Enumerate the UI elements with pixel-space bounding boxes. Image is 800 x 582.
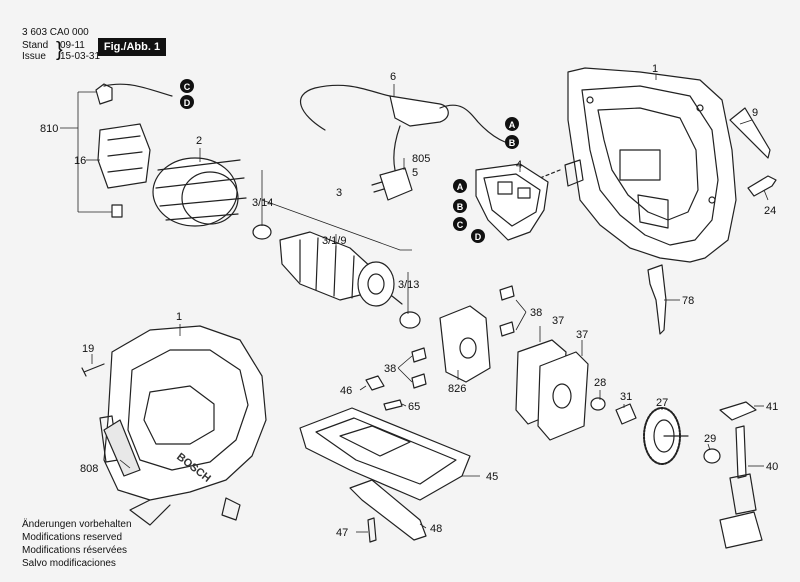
part-24-lever (747, 175, 777, 197)
armature (279, 231, 403, 307)
callout-3-14: 3/14 (252, 197, 273, 209)
housing-half-upper (539, 67, 737, 263)
connector-a-2: A (453, 179, 467, 193)
spring-65 (383, 399, 403, 411)
callout-37a: 37 (552, 315, 564, 327)
note-es: Salvo modificaciones (22, 558, 116, 569)
base-plate (299, 407, 471, 501)
svg-text:D: D (475, 232, 482, 242)
brush-holder (95, 83, 173, 218)
callout-2: 2 (196, 135, 202, 147)
guard-808 (103, 419, 141, 477)
callout-808: 808 (80, 463, 98, 475)
svg-text:A: A (457, 182, 464, 192)
callout-3: 3 (336, 187, 342, 199)
callout-27: 27 (656, 397, 668, 409)
connector-a-1: A (505, 117, 519, 131)
leader-lines (60, 74, 769, 533)
stand-value: 09-11 (60, 40, 85, 51)
callout-3-13: 3/13 (398, 279, 419, 291)
callout-labels: 810 16 2 3/14 3 3/1/9 3/13 6 805 5 4 1 9… (40, 63, 778, 539)
part-78-clip (647, 264, 667, 335)
bracket-826 (439, 305, 491, 383)
bearing-3-14 (252, 224, 272, 240)
callout-41: 41 (766, 401, 778, 413)
bush-29 (703, 448, 721, 464)
callout-16: 16 (74, 155, 86, 167)
callout-3-1-9: 3/1/9 (322, 235, 346, 247)
bracket-826-hole (459, 337, 477, 359)
callout-19: 19 (82, 343, 94, 355)
clips-38 (411, 285, 515, 389)
connector-d-2: D (471, 229, 485, 243)
note-en: Modifications reserved (22, 532, 123, 543)
callout-38a: 38 (530, 307, 542, 319)
svg-text:B: B (509, 138, 516, 148)
callout-4: 4 (516, 159, 522, 171)
callout-28: 28 (594, 377, 606, 389)
switch-unit (475, 163, 549, 241)
bearing-3-13 (399, 311, 421, 329)
callout-29: 29 (704, 433, 716, 445)
svg-text:A: A (509, 120, 516, 130)
plunger-rod (719, 401, 763, 549)
callout-48: 48 (430, 523, 442, 535)
svg-text:C: C (184, 82, 191, 92)
bushing-31 (615, 403, 637, 425)
stator (152, 157, 247, 227)
connector-b-2: B (453, 199, 467, 213)
callout-47: 47 (336, 527, 348, 539)
callout-24: 24 (764, 205, 776, 217)
note-de: Änderungen vorbehalten (22, 519, 132, 530)
brace: } (56, 39, 63, 61)
callout-78: 78 (682, 295, 694, 307)
callout-45: 45 (486, 471, 498, 483)
screw-19 (81, 363, 105, 377)
screw-47 (367, 517, 377, 543)
callout-38b: 38 (384, 363, 396, 375)
issue-value: 15-03-31 (60, 51, 101, 62)
lever-48 (349, 479, 427, 541)
nut-46 (365, 375, 385, 391)
callout-31: 31 (620, 391, 632, 403)
svg-text:B: B (457, 202, 464, 212)
callout-5: 5 (412, 167, 418, 179)
svg-text:C: C (457, 220, 464, 230)
connector-d-1: D (180, 95, 194, 109)
callout-805: 805 (412, 153, 430, 165)
figure-label: Fig./Abb. 1 (98, 38, 166, 56)
connector-b-1: B (505, 135, 519, 149)
callout-1-upper: 1 (652, 63, 658, 75)
power-cable (300, 84, 506, 201)
callout-65: 65 (408, 401, 420, 413)
doc-number: 3 603 CA0 000 (22, 27, 89, 38)
plate-37b (537, 351, 589, 441)
callout-9: 9 (752, 107, 758, 119)
washer-28 (590, 397, 606, 411)
callout-40: 40 (766, 461, 778, 473)
issue-label: Issue (22, 51, 46, 62)
callout-6: 6 (390, 71, 396, 83)
plate-37b-hole (552, 383, 572, 409)
part-9-guard (729, 107, 771, 159)
connector-c-1: C (180, 79, 194, 93)
modifications-notice: Änderungen vorbehalten Modifications res… (22, 518, 132, 570)
callout-826: 826 (448, 383, 466, 395)
stand-label: Stand (22, 40, 49, 51)
gear-27 (643, 407, 689, 465)
callout-46: 46 (340, 385, 352, 397)
svg-text:D: D (184, 98, 191, 108)
note-fr: Modifications réservées (22, 545, 128, 556)
callout-37b: 37 (576, 329, 588, 341)
housing-half-lower (99, 325, 267, 526)
connector-badges: C D A B A B C D (180, 79, 519, 243)
callout-1-lower: 1 (176, 311, 182, 323)
connector-c-2: C (453, 217, 467, 231)
callout-810: 810 (40, 123, 58, 135)
